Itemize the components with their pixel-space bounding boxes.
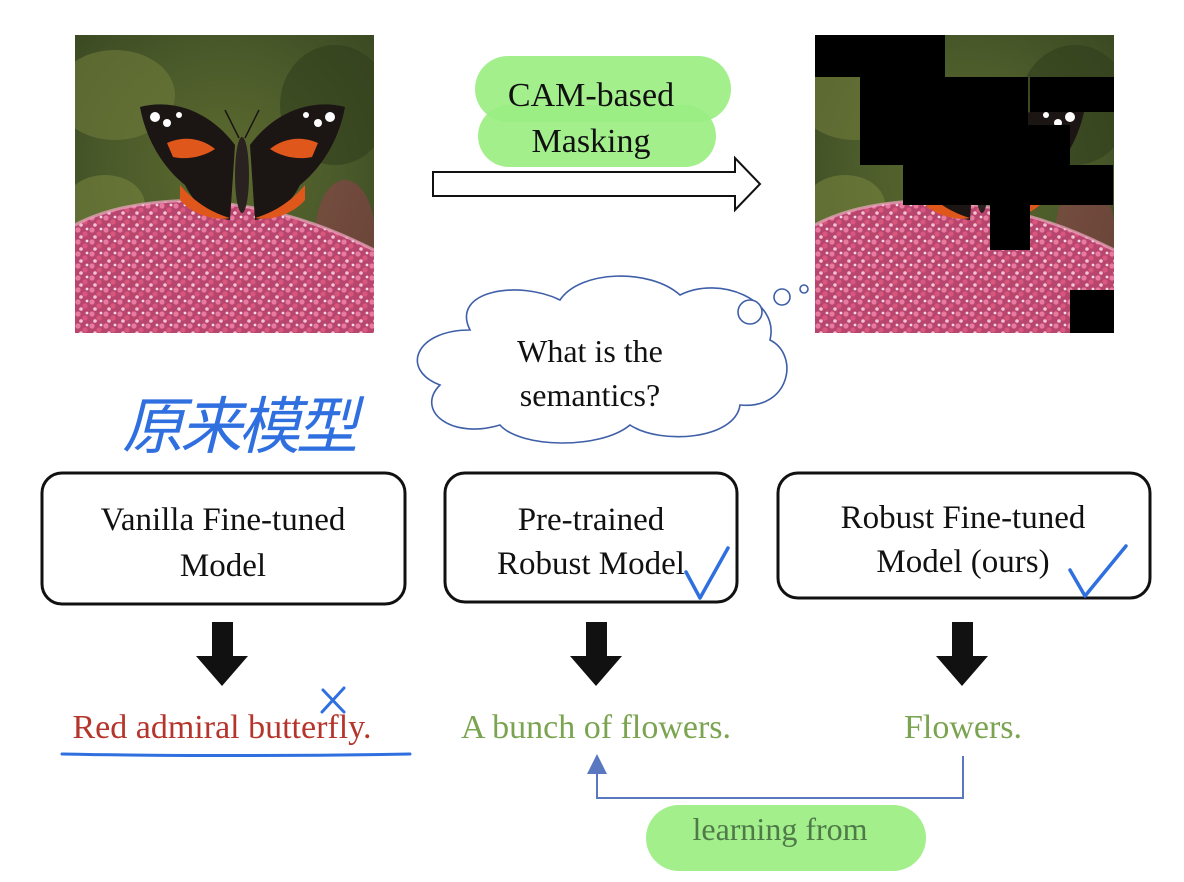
thought-bubble-line-2: semantics? (520, 377, 660, 413)
masking-arrow (432, 155, 762, 213)
cross-mark-vanilla (320, 686, 346, 714)
prediction-vanilla: Red admiral butterfly. (73, 709, 372, 746)
model-box-pretrained: Pre-trained Robust Model (443, 471, 739, 604)
thought-bubble-dot-small (799, 284, 809, 294)
down-arrow-robust (936, 622, 988, 686)
thought-bubble: What is the semantics? (416, 275, 809, 444)
masking-label-line-1: CAM-based (508, 77, 674, 114)
thought-bubble-dot-medium (773, 288, 791, 306)
handwritten-note: 原来模型 (122, 390, 365, 463)
learning-label-text: learning from (692, 811, 867, 847)
original-image (75, 35, 374, 333)
learning-label: learning from (646, 805, 926, 871)
masking-label: CAM-based Masking (475, 56, 731, 167)
model-box-pretrained-line-2: Robust Model (497, 546, 685, 582)
masked-image (815, 35, 1114, 333)
prediction-pretrained: A bunch of flowers. (461, 709, 731, 746)
down-arrow-vanilla (196, 622, 248, 686)
cam-mask-blocks (815, 35, 1114, 333)
model-box-robust-line-2: Model (ours) (876, 544, 1049, 580)
model-box-vanilla: Vanilla Fine-tuned Model (40, 471, 407, 606)
thought-bubble-dot-large (737, 299, 763, 325)
model-box-vanilla-line-1: Vanilla Fine-tuned (101, 502, 346, 538)
model-box-pretrained-line-1: Pre-trained (518, 502, 665, 538)
prediction-robust: Flowers. (904, 709, 1022, 746)
model-box-robust-line-1: Robust Fine-tuned (841, 500, 1086, 536)
learning-connector (587, 754, 964, 799)
masking-label-line-2: Masking (532, 123, 651, 160)
underline-vanilla-prediction (60, 752, 412, 757)
thought-bubble-line-1: What is the (517, 333, 663, 369)
model-box-robust-ours: Robust Fine-tuned Model (ours) (776, 471, 1152, 600)
check-mark-pretrained (684, 546, 730, 600)
check-mark-robust (1068, 544, 1128, 598)
down-arrow-pretrained (570, 622, 622, 686)
model-box-vanilla-line-2: Model (180, 548, 266, 584)
